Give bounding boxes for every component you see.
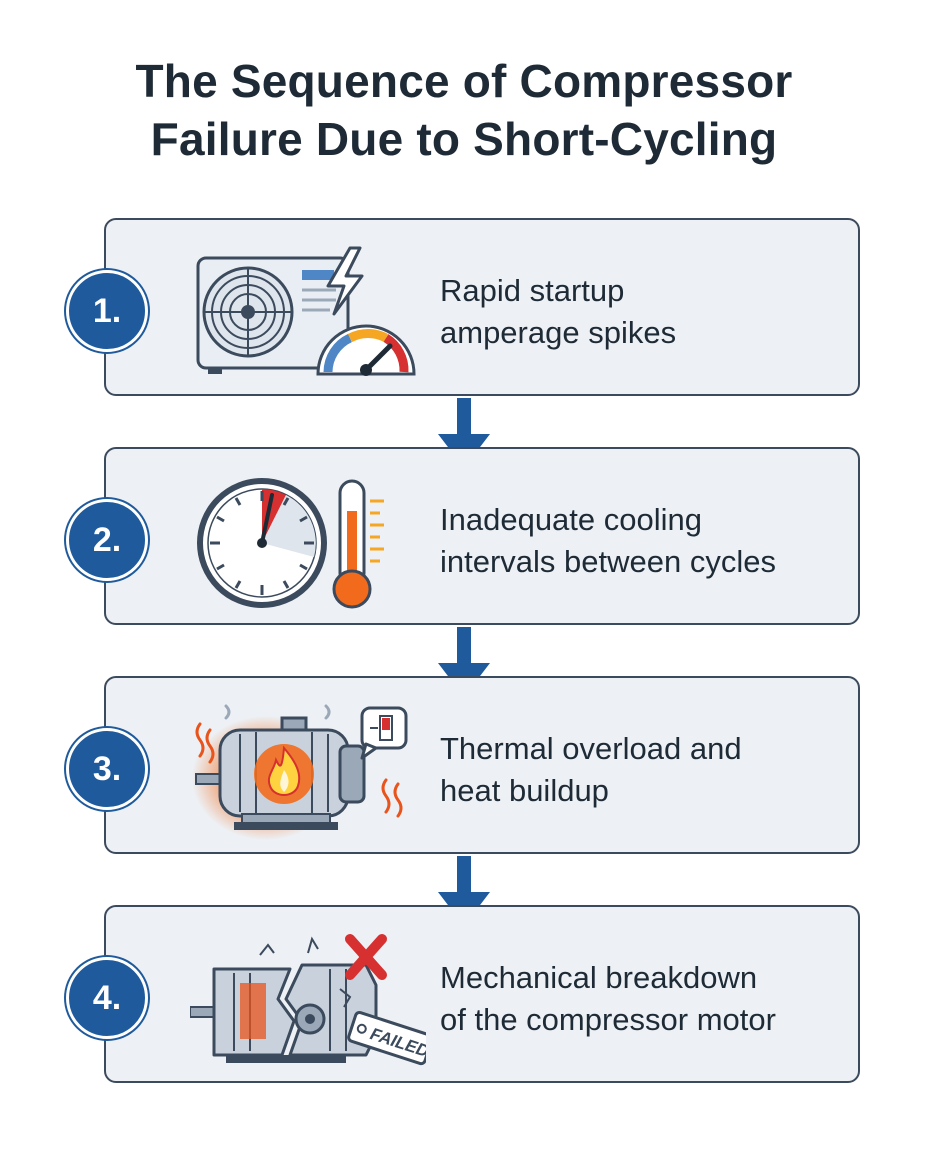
step-3-line-1: Thermal overload and	[440, 731, 742, 766]
step-1-line-1: Rapid startup	[440, 273, 625, 308]
step-2-text: Inadequate cooling intervals between cyc…	[440, 499, 850, 583]
step-3-text: Thermal overload and heat buildup	[440, 728, 850, 812]
title-line-2: Failure Due to Short-Cycling	[150, 113, 778, 165]
clock-thermometer-icon	[197, 478, 384, 609]
step-1-text: Rapid startup amperage spikes	[440, 270, 850, 354]
step-4-text: Mechanical breakdown of the compressor m…	[440, 957, 850, 1041]
step-1-card: Rapid startup amperage spikes	[104, 218, 860, 396]
step-4-line-1: Mechanical breakdown	[440, 960, 758, 995]
ac-unit-lightning-gauge-icon	[196, 246, 416, 376]
step-4-line-2: of the compressor motor	[440, 1002, 776, 1037]
step-2-badge: 2.	[66, 499, 148, 581]
page-title: The Sequence of Compressor Failure Due t…	[0, 52, 928, 168]
broken-motor-icon: FAILED	[190, 934, 426, 1066]
step-3-line-2: heat buildup	[440, 773, 609, 808]
step-2-line-2: intervals between cycles	[440, 544, 776, 579]
step-3-badge: 3.	[66, 728, 148, 810]
step-1-line-2: amperage spikes	[440, 315, 677, 350]
step-3-card: Thermal overload and heat buildup	[104, 676, 860, 854]
step-1-badge: 1.	[66, 270, 148, 352]
step-4-badge: 4.	[66, 957, 148, 1039]
title-line-1: The Sequence of Compressor	[135, 55, 793, 107]
overheating-motor-icon	[192, 704, 408, 840]
step-2-line-1: Inadequate cooling	[440, 502, 703, 537]
step-4-card: FAILED Mechanical breakdown of the compr…	[104, 905, 860, 1083]
step-2-card: Inadequate cooling intervals between cyc…	[104, 447, 860, 625]
